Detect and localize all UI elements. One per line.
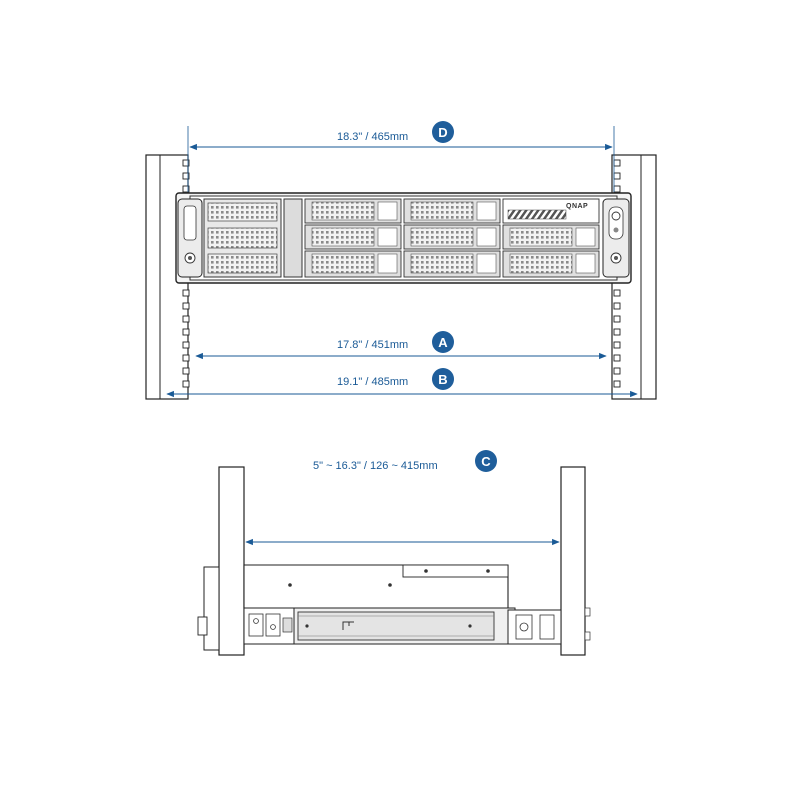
rack-hole — [613, 328, 621, 336]
front-divider — [283, 198, 303, 278]
dimension-a: 17.8" / 451mm A — [195, 331, 607, 360]
drive-bay[interactable] — [304, 224, 402, 250]
drive-bay[interactable] — [304, 198, 402, 224]
dimension-d: 18.3" / 465mm D — [187, 121, 615, 192]
drive-bay[interactable] — [403, 198, 501, 224]
rack-hole — [182, 289, 190, 297]
rack-hole — [182, 354, 190, 362]
drive-bay[interactable] — [502, 250, 600, 278]
dimension-c-badge — [475, 450, 497, 472]
dimension-a-badge — [432, 331, 454, 353]
rack-hole — [182, 380, 190, 388]
front-view: QNAP 18.3" / 465mm D 17.8" / 451 — [145, 121, 657, 400]
left-vent-panel — [203, 198, 282, 278]
rack-hole — [182, 302, 190, 310]
right-rack-ear — [602, 198, 630, 278]
front-rack-post — [218, 466, 245, 656]
rack-hole — [182, 341, 190, 349]
dimension-c-badge-text: C — [481, 454, 491, 469]
drive-bay[interactable] — [403, 224, 501, 250]
rack-hole — [182, 328, 190, 336]
drive-bay[interactable] — [502, 224, 600, 250]
nas-chassis-front: QNAP — [175, 192, 632, 284]
rack-hole — [613, 315, 621, 323]
rack-hole — [613, 185, 621, 193]
drive-bay[interactable] — [403, 250, 501, 278]
side-view: 5" ~ 16.3" / 126 ~ 415mm C — [197, 450, 591, 656]
nas-chassis-side — [197, 564, 509, 651]
rack-hole — [613, 367, 621, 375]
rack-hole — [182, 172, 190, 180]
rack-hole — [613, 354, 621, 362]
dimension-b-badge-text: B — [438, 372, 447, 387]
rack-hole — [613, 302, 621, 310]
dimension-d-badge-text: D — [438, 125, 447, 140]
front-logo-panel: QNAP — [502, 198, 600, 224]
dimension-c-label: 5" ~ 16.3" / 126 ~ 415mm — [313, 460, 438, 472]
rack-hole — [613, 289, 621, 297]
dimension-b: 19.1" / 485mm B — [166, 368, 638, 398]
rack-hole — [613, 172, 621, 180]
rack-hole — [182, 185, 190, 193]
rack-hole — [182, 367, 190, 375]
rack-hole — [182, 315, 190, 323]
brand-logo: QNAP — [566, 203, 588, 210]
dimension-a-label: 17.8" / 451mm — [337, 339, 408, 351]
dimension-d-badge — [432, 121, 454, 143]
rack-hole — [613, 159, 621, 167]
left-rack-ear — [177, 198, 203, 278]
dimension-b-badge — [432, 368, 454, 390]
rack-hole — [613, 341, 621, 349]
rear-rack-post — [560, 466, 586, 656]
rail-assembly — [243, 607, 591, 645]
rack-hole — [182, 159, 190, 167]
power-button[interactable] — [611, 211, 621, 221]
drive-bay[interactable] — [304, 250, 402, 278]
drive-bays — [304, 198, 600, 278]
rack-hole — [613, 380, 621, 388]
dimension-c: 5" ~ 16.3" / 126 ~ 415mm C — [245, 450, 560, 546]
dimension-a-badge-text: A — [438, 335, 448, 350]
dimension-d-label: 18.3" / 465mm — [337, 131, 408, 143]
dimension-b-label: 19.1" / 485mm — [337, 376, 408, 388]
